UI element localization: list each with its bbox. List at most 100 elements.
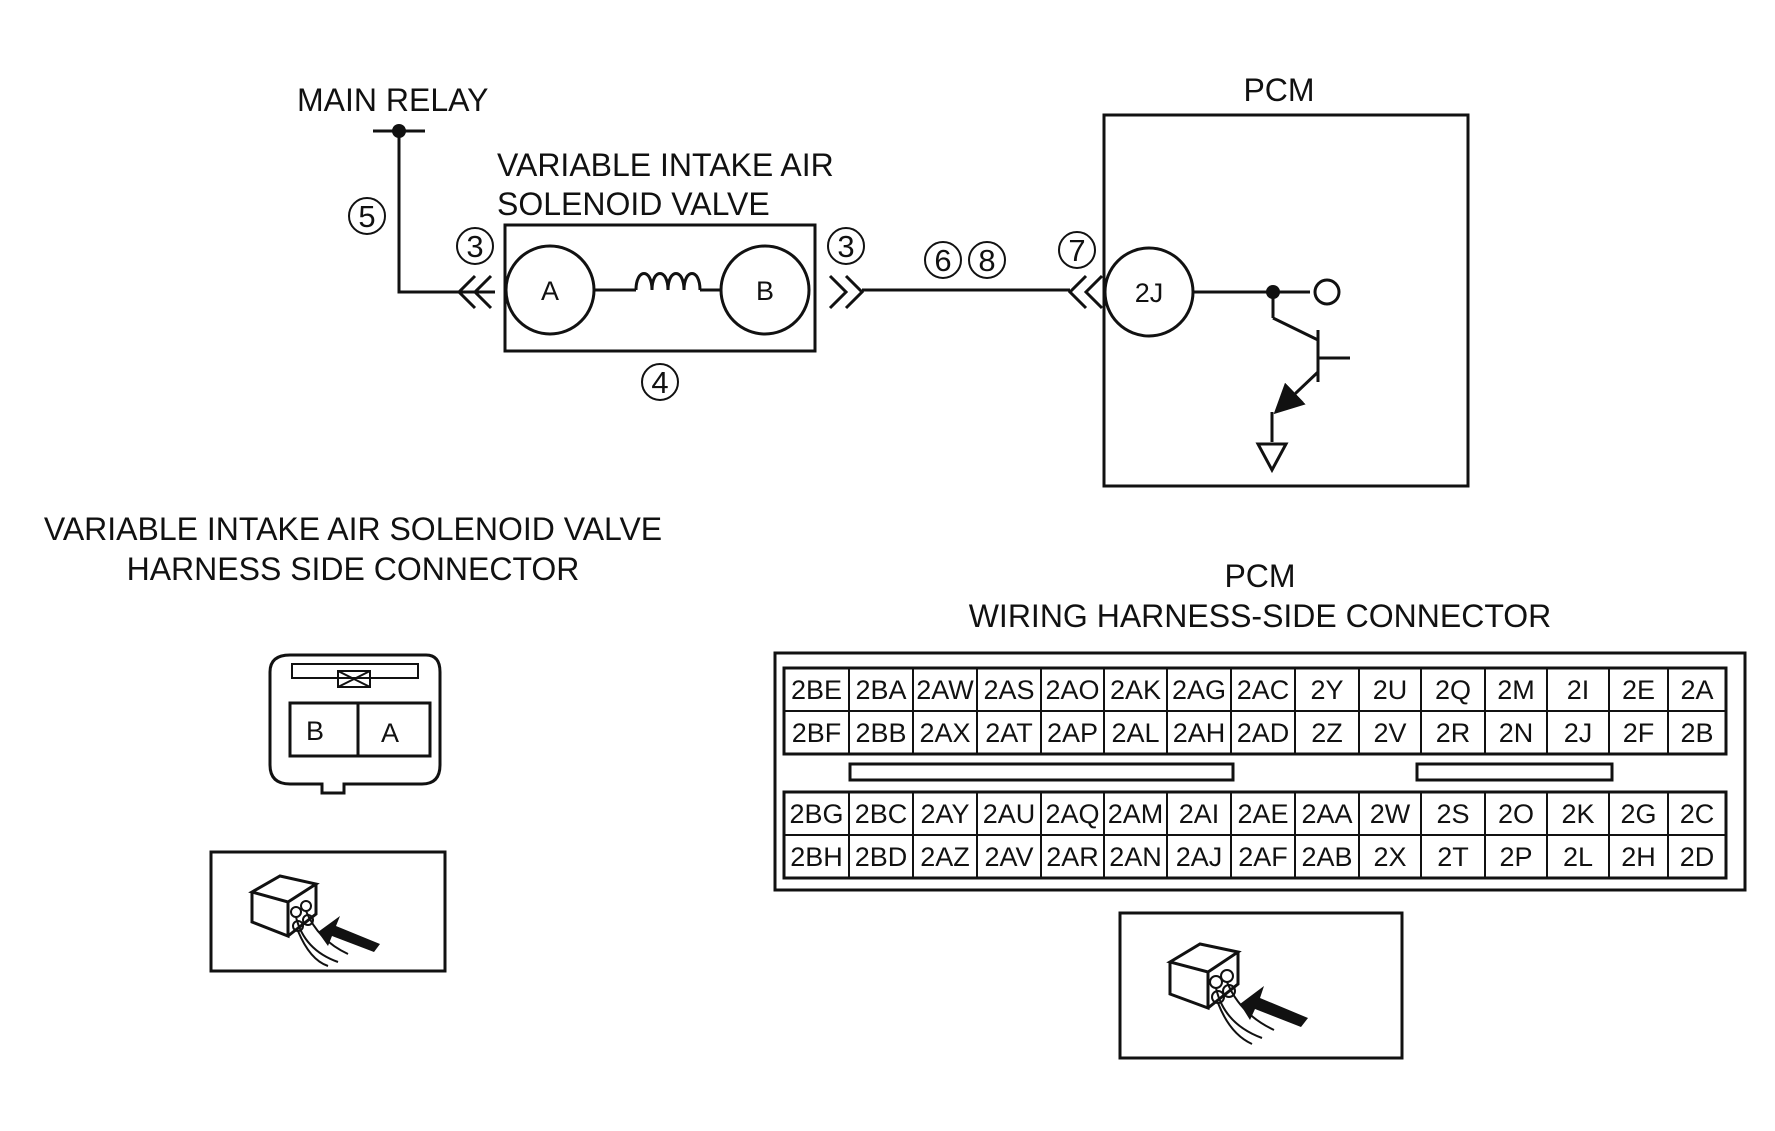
- svg-text:A: A: [541, 276, 559, 306]
- pcm-pin-2av: 2AV: [984, 842, 1033, 872]
- pcm-pin-2s: 2S: [1436, 799, 1469, 829]
- valve-label-line2: SOLENOID VALVE: [497, 186, 770, 222]
- pcm-pin-2ar: 2AR: [1046, 842, 1099, 872]
- pcm-pin-2q: 2Q: [1435, 675, 1471, 705]
- pcm-pin-2ah: 2AH: [1173, 718, 1226, 748]
- callout-6: 6: [924, 241, 962, 279]
- svg-text:3: 3: [466, 229, 483, 264]
- pcm-pin-2o: 2O: [1498, 799, 1534, 829]
- pcm-harness-view-icon: [1118, 911, 1404, 1060]
- pcm-pin-2l: 2L: [1563, 842, 1593, 872]
- valve-connector-title-line1: VARIABLE INTAKE AIR SOLENOID VALVE: [44, 511, 662, 547]
- pcm-pin-2ao: 2AO: [1045, 675, 1099, 705]
- pcm-pin-2ap: 2AP: [1047, 718, 1098, 748]
- callout-8: 8: [968, 241, 1006, 279]
- pcm-pin-2w: 2W: [1370, 799, 1411, 829]
- valve-connector-left-symbol: [456, 274, 493, 310]
- valve-connector-title-line2: HARNESS SIDE CONNECTOR: [127, 551, 580, 587]
- pcm-pin-2aq: 2AQ: [1045, 799, 1099, 829]
- pcm-pin-2ax: 2AX: [919, 718, 970, 748]
- valve-label-line1: VARIABLE INTAKE AIR: [497, 147, 834, 183]
- callout-3-right: 3: [827, 227, 865, 265]
- pcm-pin-2bh: 2BH: [790, 842, 843, 872]
- coil-icon: [634, 272, 702, 291]
- pcm-pin-2aj: 2AJ: [1176, 842, 1223, 872]
- pcm-pin-2bc: 2BC: [855, 799, 908, 829]
- pcm-pin-2az: 2AZ: [920, 842, 970, 872]
- svg-text:8: 8: [978, 243, 995, 278]
- pcm-pin-2aa: 2AA: [1301, 799, 1352, 829]
- pcm-pin-2bd: 2BD: [855, 842, 908, 872]
- pcm-pin-2y: 2Y: [1310, 675, 1343, 705]
- pcm-pin-2be: 2BE: [791, 675, 842, 705]
- svg-text:5: 5: [358, 199, 375, 234]
- pcm-module: PCM 2J: [1102, 72, 1470, 488]
- pcm-pin-2am: 2AM: [1108, 799, 1164, 829]
- pcm-pin-2aw: 2AW: [916, 675, 974, 705]
- pcm-pin-2b: 2B: [1680, 718, 1713, 748]
- pcm-pin-2v: 2V: [1373, 718, 1406, 748]
- valve-connector-face: B A: [268, 653, 442, 795]
- ground-icon: [1255, 442, 1289, 474]
- pcm-pin-2r: 2R: [1436, 718, 1471, 748]
- callout-7: 7: [1058, 231, 1096, 269]
- pcm-pin-2ad: 2AD: [1237, 718, 1290, 748]
- pcm-pin-2j: 2J: [1564, 718, 1593, 748]
- pcm-pin-2i: 2I: [1567, 675, 1590, 705]
- pcm-pin-2k: 2K: [1561, 799, 1594, 829]
- svg-text:7: 7: [1068, 233, 1085, 268]
- pcm-pin-2al: 2AL: [1111, 718, 1159, 748]
- pcm-pin-2n: 2N: [1499, 718, 1534, 748]
- pcm-pin-2ag: 2AG: [1172, 675, 1226, 705]
- pcm-pin-2m: 2M: [1497, 675, 1535, 705]
- pcm-pin-2ak: 2AK: [1110, 675, 1161, 705]
- pcm-pin-2ac: 2AC: [1237, 675, 1290, 705]
- pcm-pin-2h: 2H: [1621, 842, 1656, 872]
- relay-wire: [397, 131, 495, 294]
- pcm-pin-2ba: 2BA: [855, 675, 906, 705]
- pcm-pin-2t: 2T: [1437, 842, 1469, 872]
- pcm-pin-2bb: 2BB: [855, 718, 906, 748]
- main-relay: MAIN RELAY: [297, 82, 495, 294]
- pcm-pin-2an: 2AN: [1109, 842, 1162, 872]
- pcm-pin-2at: 2AT: [985, 718, 1033, 748]
- pcm-pin-2ay: 2AY: [920, 799, 969, 829]
- callout-5: 5: [348, 197, 386, 235]
- pcm-pin-2a: 2A: [1680, 675, 1713, 705]
- callout-3-left: 3: [456, 227, 494, 265]
- valve-pin-b: B: [306, 716, 324, 746]
- pcm-pin-2p: 2P: [1499, 842, 1532, 872]
- callout-4: 4: [641, 363, 679, 401]
- svg-text:4: 4: [651, 365, 668, 400]
- pcm-label: PCM: [1243, 72, 1314, 108]
- svg-text:2J: 2J: [1135, 278, 1164, 308]
- valve-pin-a: A: [381, 718, 399, 748]
- svg-text:3: 3: [837, 229, 854, 264]
- pcm-output-terminal: [1313, 278, 1341, 306]
- pcm-pin-2af: 2AF: [1238, 842, 1288, 872]
- pcm-connector-title-line2: WIRING HARNESS-SIDE CONNECTOR: [969, 598, 1552, 634]
- pcm-connector-symbol: [1067, 274, 1104, 310]
- pcm-pin-2ai: 2AI: [1179, 799, 1220, 829]
- svg-text:B: B: [756, 276, 774, 306]
- pcm-pin-2c: 2C: [1680, 799, 1715, 829]
- pcm-pin-2as: 2AS: [983, 675, 1034, 705]
- pcm-pin-2au: 2AU: [983, 799, 1036, 829]
- valve-connector-right-symbol: [828, 274, 865, 310]
- pcm-pin-2bf: 2BF: [792, 718, 842, 748]
- pcm-pin-2d: 2D: [1680, 842, 1715, 872]
- main-relay-label: MAIN RELAY: [297, 82, 488, 118]
- pcm-pin-2z: 2Z: [1311, 718, 1343, 748]
- pcm-pin-2x: 2X: [1373, 842, 1406, 872]
- pcm-pin-2bg: 2BG: [789, 799, 843, 829]
- pcm-connector-title-line1: PCM: [1224, 558, 1295, 594]
- solenoid-valve: A B: [503, 223, 817, 353]
- transistor-icon: [1270, 292, 1350, 442]
- pcm-pin-2ae: 2AE: [1237, 799, 1288, 829]
- pcm-pin-2f: 2F: [1623, 718, 1655, 748]
- harness-view-icon: [209, 850, 447, 973]
- pcm-pin-2ab: 2AB: [1301, 842, 1352, 872]
- pcm-pin-2u: 2U: [1373, 675, 1408, 705]
